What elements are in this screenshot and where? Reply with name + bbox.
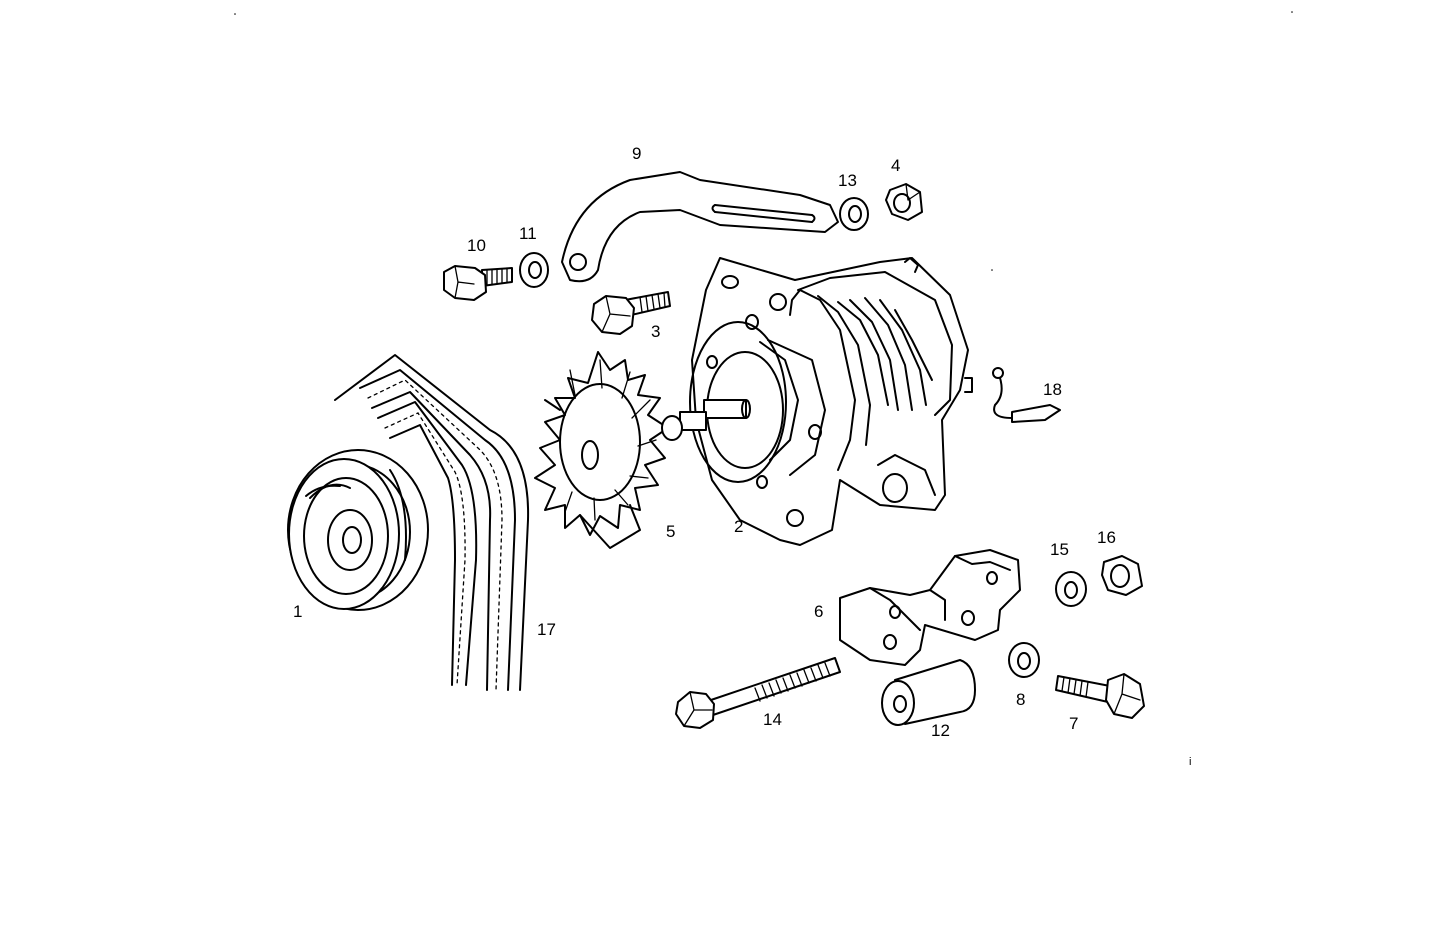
callout-4: 4 (891, 156, 901, 175)
part-9-bracket (561, 171, 839, 283)
callout-14: 14 (763, 710, 782, 729)
part-6-lower-bracket (839, 549, 1021, 666)
scan-marks (234, 11, 1293, 271)
callout-18: 18 (1043, 380, 1062, 399)
callout-8: 8 (1016, 690, 1026, 709)
callout-6: 6 (814, 602, 824, 621)
stray-mark: i (1189, 756, 1192, 768)
part-18-ground-wire (992, 367, 1061, 423)
callout-10: 10 (467, 236, 486, 255)
part-12-spacer (881, 659, 976, 726)
part-2-alternator (661, 257, 973, 546)
callout-3: 3 (651, 322, 661, 341)
callout-7: 7 (1069, 714, 1079, 733)
callout-5: 5 (666, 522, 676, 541)
part-8-washer (1008, 642, 1040, 678)
callout-17: 17 (537, 620, 556, 639)
part-1-pulley (287, 449, 429, 611)
part-4-nut (885, 183, 923, 221)
part-16-nut (1101, 555, 1143, 596)
part-10-bolt (443, 265, 513, 301)
part-14-long-bolt (675, 657, 841, 729)
callout-16: 16 (1097, 528, 1116, 547)
part-3-bolt (591, 291, 671, 335)
callout-15: 15 (1050, 540, 1069, 559)
callout-2: 2 (734, 517, 744, 536)
part-7-bolt (1055, 673, 1145, 719)
part-13-washer (839, 197, 869, 231)
callout-12: 12 (931, 721, 950, 740)
part-11-washer (519, 252, 549, 288)
callout-1: 1 (293, 602, 303, 621)
part-17-v-belt (334, 354, 530, 691)
callout-13: 13 (838, 171, 857, 190)
callout-9: 9 (632, 144, 642, 163)
callout-11: 11 (519, 224, 537, 243)
part-15-washer (1055, 571, 1087, 607)
part-5-fan (534, 351, 669, 549)
